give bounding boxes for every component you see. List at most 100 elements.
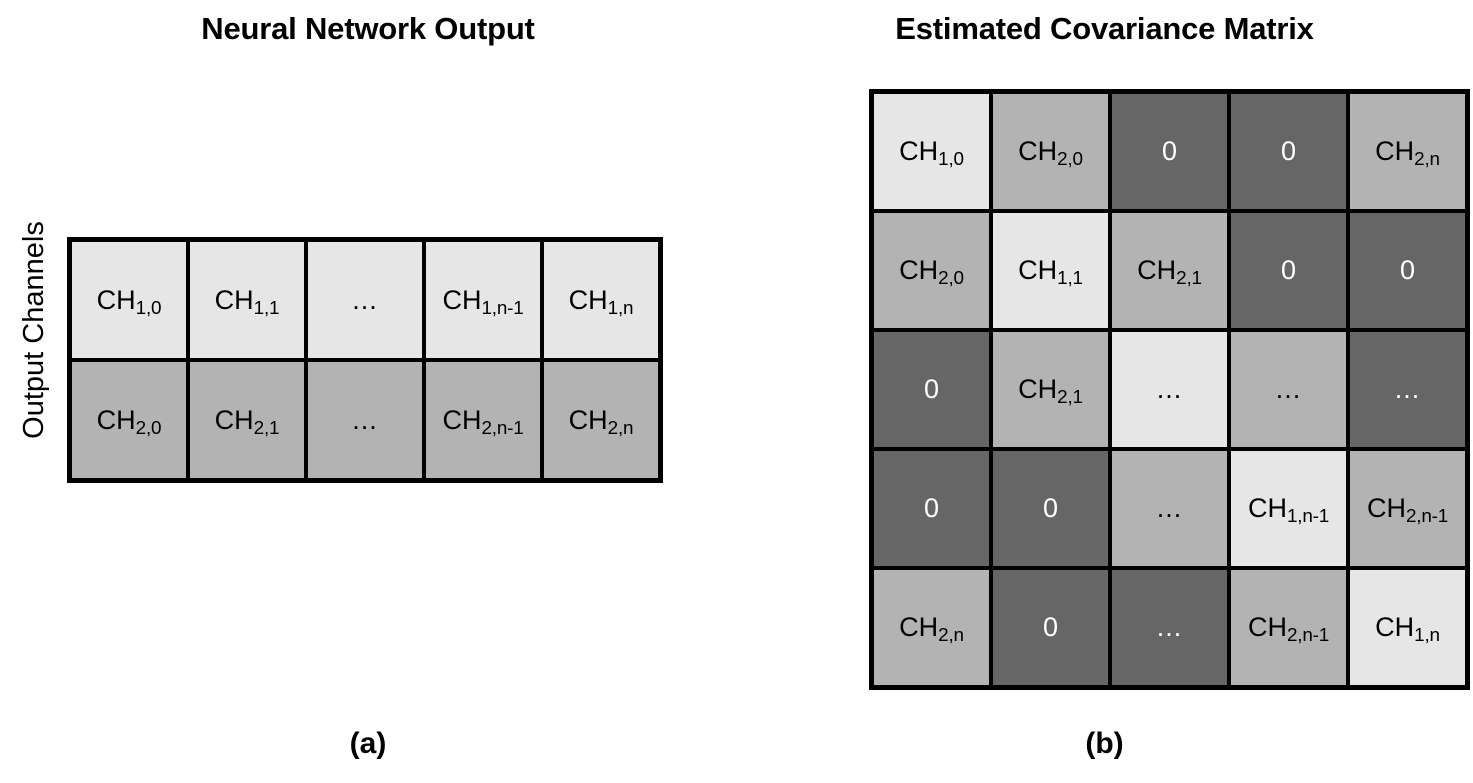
channel-label: CH2,0 [1018, 136, 1083, 170]
channel-label: CH1,n [1375, 612, 1440, 646]
matrix-cell: ... [308, 362, 422, 478]
ellipsis-label: ... [352, 404, 378, 435]
channel-label: CH2,n-1 [442, 404, 523, 438]
label-base: CH [1375, 612, 1415, 642]
matrix-cell: 0 [993, 570, 1108, 685]
label-base: CH [1247, 612, 1287, 642]
matrix-cell: CH1,0 [72, 242, 186, 358]
zero-label: 0 [1281, 138, 1296, 165]
label-subscript: 2,n [607, 417, 634, 439]
panel-caption-b: (b) [1085, 727, 1124, 760]
channel-label: CH2,1 [1137, 255, 1202, 289]
matrix-cell: 0 [874, 451, 989, 566]
label-base: 0 [923, 374, 940, 404]
matrix-cell: CH1,1 [993, 213, 1108, 328]
matrix-cell: 0 [1231, 213, 1346, 328]
matrix-cell: CH1,n-1 [1231, 451, 1346, 566]
label-subscript: 2,n-1 [1405, 506, 1449, 528]
matrix-cell: CH2,1 [190, 362, 304, 478]
zero-label: 0 [924, 495, 939, 522]
zero-label: 0 [1400, 257, 1415, 284]
label-subscript: 2,n-1 [481, 417, 524, 439]
label-subscript: 1,n-1 [1286, 506, 1330, 528]
label-base: 0 [1399, 255, 1416, 285]
channel-label: CH1,0 [96, 284, 162, 318]
matrix-cell: CH2,1 [1112, 213, 1227, 328]
zero-label: 0 [924, 376, 939, 403]
matrix-cell: 0 [993, 451, 1108, 566]
ellipsis-label: ... [1394, 374, 1421, 404]
matrix-cell: CH2,n [874, 570, 989, 685]
label-subscript: 2,0 [135, 417, 162, 439]
matrix-cell: ... [1350, 332, 1465, 447]
channel-label: CH1,n-1 [442, 284, 523, 318]
label-base: CH [214, 284, 254, 315]
label-base: CH [1018, 136, 1058, 166]
channel-label: CH2,n [899, 612, 964, 646]
zero-label: 0 [1162, 138, 1177, 165]
matrix-cell: CH1,n [1350, 570, 1465, 685]
ellipsis-label: ... [1156, 612, 1183, 642]
matrix-cell: 0 [874, 332, 989, 447]
matrix-cell: 0 [1350, 213, 1465, 328]
label-base: CH [1018, 374, 1058, 404]
panel-neural-network-output: Neural Network Output Output Channels CH… [0, 0, 736, 783]
matrix-cell: CH2,0 [993, 94, 1108, 209]
label-base: CH [442, 404, 482, 435]
matrix-cell: 0 [1112, 94, 1227, 209]
channel-label: CH1,1 [214, 284, 280, 318]
label-base: CH [1375, 136, 1415, 166]
channel-label: CH2,0 [899, 255, 964, 289]
channel-label: CH2,n [1375, 136, 1440, 170]
channel-label: CH2,n [568, 404, 634, 438]
matrix-cell: CH1,1 [190, 242, 304, 358]
matrix-cell: CH2,n-1 [1350, 451, 1465, 566]
panel-caption-a: (a) [349, 727, 387, 760]
channel-label: CH1,0 [899, 136, 964, 170]
zero-label: 0 [1043, 614, 1058, 641]
matrix-cell: CH1,n [544, 242, 658, 358]
matrix-cell: CH2,0 [874, 213, 989, 328]
channel-label: CH2,1 [1018, 374, 1083, 408]
matrix-cell: 0 [1231, 94, 1346, 209]
matrix-cell: CH2,n [1350, 94, 1465, 209]
ellipsis-label: ... [1156, 374, 1183, 404]
label-base: CH [899, 612, 939, 642]
label-subscript: 2,0 [938, 268, 964, 290]
label-subscript: 2,0 [1057, 149, 1083, 171]
ellipsis-label: ... [1275, 374, 1302, 404]
channel-label: CH2,n-1 [1247, 612, 1329, 646]
zero-label: 0 [1043, 495, 1058, 522]
label-base: CH [568, 284, 608, 315]
matrix-cell: ... [1112, 570, 1227, 685]
label-base: 0 [1280, 136, 1297, 166]
label-subscript: 2,1 [1176, 268, 1202, 290]
label-subscript: 2,n [1414, 149, 1440, 171]
matrix-cell: ... [308, 242, 422, 358]
label-base: 0 [1161, 136, 1178, 166]
matrix-cell: CH2,1 [993, 332, 1108, 447]
zero-label: 0 [1281, 257, 1296, 284]
label-base: CH [96, 284, 136, 315]
channel-label: CH1,1 [1018, 257, 1083, 289]
label-subscript: 1,n-1 [481, 297, 524, 319]
matrix-cell: CH2,0 [72, 362, 186, 478]
label-base: CH [442, 284, 482, 315]
label-subscript: 2,1 [253, 417, 280, 439]
matrix-cell: CH1,n-1 [426, 242, 540, 358]
label-base: CH [1137, 255, 1177, 285]
channel-label: CH2,1 [215, 406, 280, 438]
matrix-cell: CH1,0 [874, 94, 989, 209]
label-subscript: 1,0 [135, 297, 162, 319]
matrix-cell: CH2,n-1 [426, 362, 540, 478]
channel-label: CH2,n-1 [1366, 493, 1448, 527]
label-subscript: 1,0 [938, 149, 964, 171]
label-base: CH [1366, 493, 1406, 523]
label-subscript: 1,n [1414, 625, 1440, 647]
label-base: CH [899, 136, 939, 166]
label-base: CH [568, 404, 608, 435]
label-base: CH [899, 255, 939, 285]
